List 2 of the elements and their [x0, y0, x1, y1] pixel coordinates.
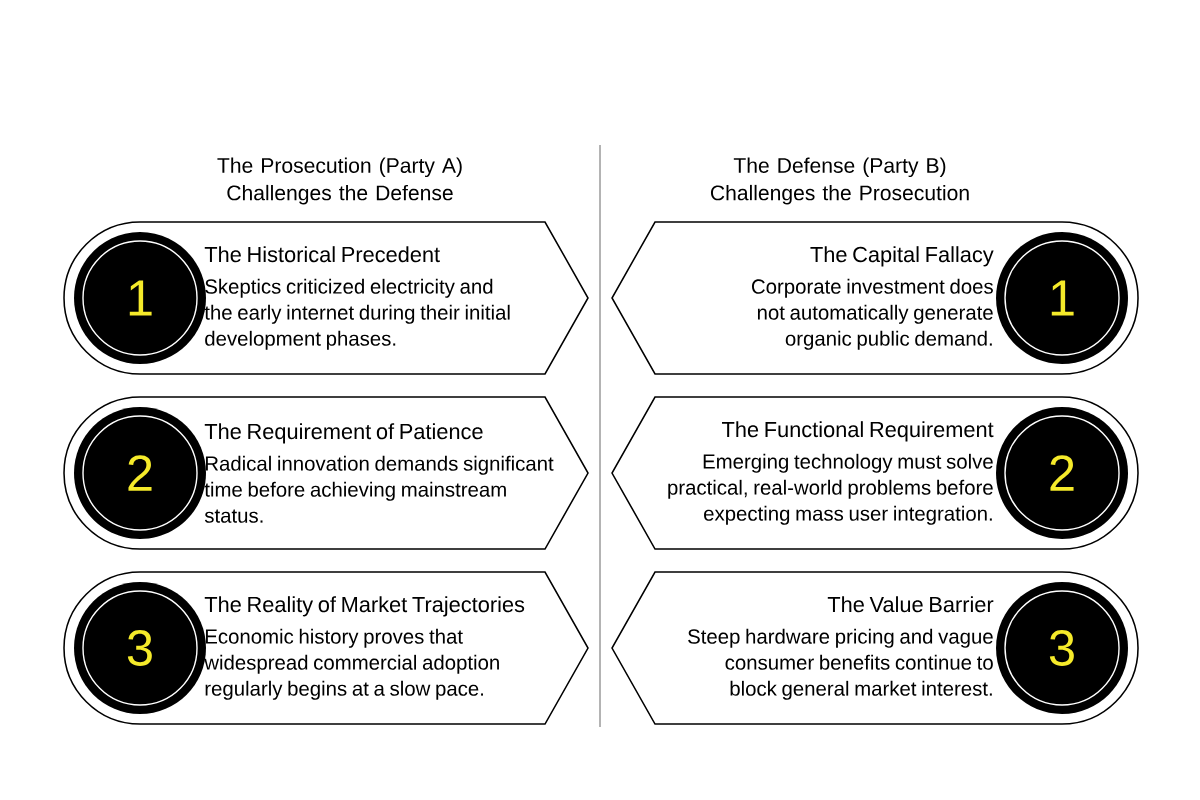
column-heading: The Defense (Party B) Challenges the Prosecution — [710, 157, 969, 205]
column-heading: The Prosecution (Party A) Challenges the Defense — [217, 157, 462, 205]
